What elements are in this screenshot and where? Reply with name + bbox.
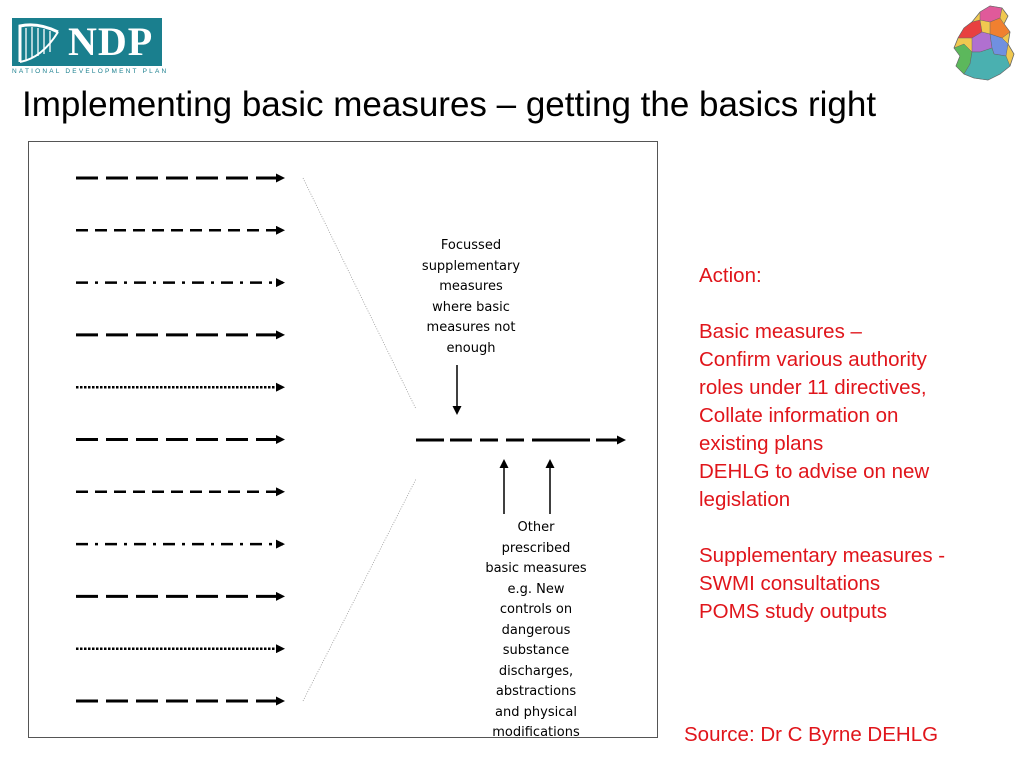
ireland-map-icon bbox=[953, 5, 1015, 81]
note-line: dangerous bbox=[501, 622, 571, 638]
action-line: Basic measures – bbox=[699, 320, 862, 343]
logo-wordmark: NDP bbox=[68, 19, 154, 64]
funnel-top-line bbox=[302, 177, 417, 410]
note-line: measures bbox=[439, 279, 503, 294]
diagram-frame bbox=[28, 141, 658, 738]
action-line: roles under 11 directives, bbox=[699, 376, 927, 399]
supplementary-measures-note: Focussed supplementary measures where basic… bbox=[407, 236, 535, 359]
ndp-logo-box: NDP bbox=[12, 18, 162, 66]
action-line: Collate information on bbox=[699, 404, 899, 427]
note-line: controls on bbox=[499, 602, 573, 617]
note-line: where basic bbox=[432, 299, 510, 315]
note-line: Focussed bbox=[440, 238, 502, 253]
note-line: supplementary bbox=[421, 258, 521, 274]
action-text: Action: Basic measures – Confirm various … bbox=[699, 262, 1019, 626]
note-line: enough bbox=[446, 340, 496, 356]
note-line: modifications bbox=[492, 725, 580, 740]
funnel-bottom-line bbox=[302, 478, 417, 702]
page-title: Implementing basic measures – getting th… bbox=[22, 85, 877, 124]
action-line: legislation bbox=[699, 488, 791, 511]
note-line: prescribed bbox=[501, 540, 571, 556]
harp-icon bbox=[18, 23, 59, 63]
action-line: DEHLG to advise on new bbox=[699, 460, 930, 483]
prescribed-measures-note: Other prescribed basic measures e.g. New con… bbox=[472, 518, 600, 744]
note-line: discharges, bbox=[498, 663, 574, 679]
measures-diagram bbox=[76, 173, 626, 706]
note-line: substance bbox=[502, 643, 570, 658]
note-line: Other bbox=[517, 520, 555, 535]
note-line: basic measures bbox=[485, 561, 587, 576]
note-line: abstractions bbox=[495, 684, 577, 699]
note-line: measures not bbox=[426, 320, 516, 335]
action-line: POMS study outputs bbox=[699, 600, 888, 623]
ndp-logo: NDP NATIONAL DEVELOPMENT PLAN bbox=[12, 18, 166, 76]
action-line: SWMI consultations bbox=[699, 572, 881, 595]
action-line: Action: bbox=[699, 264, 762, 287]
action-line bbox=[699, 514, 1019, 542]
logo-subtitle: NATIONAL DEVELOPMENT PLAN bbox=[12, 68, 169, 75]
note-line: e.g. New bbox=[507, 581, 565, 597]
action-line: Confirm various authority bbox=[699, 348, 927, 371]
input-lines bbox=[76, 173, 285, 706]
action-line bbox=[699, 290, 1019, 318]
action-line: existing plans bbox=[699, 432, 824, 455]
note-line: and physical bbox=[495, 704, 577, 720]
source-credit: Source: Dr C Byrne DEHLG bbox=[684, 723, 939, 746]
action-line: Supplementary measures - bbox=[699, 544, 946, 567]
